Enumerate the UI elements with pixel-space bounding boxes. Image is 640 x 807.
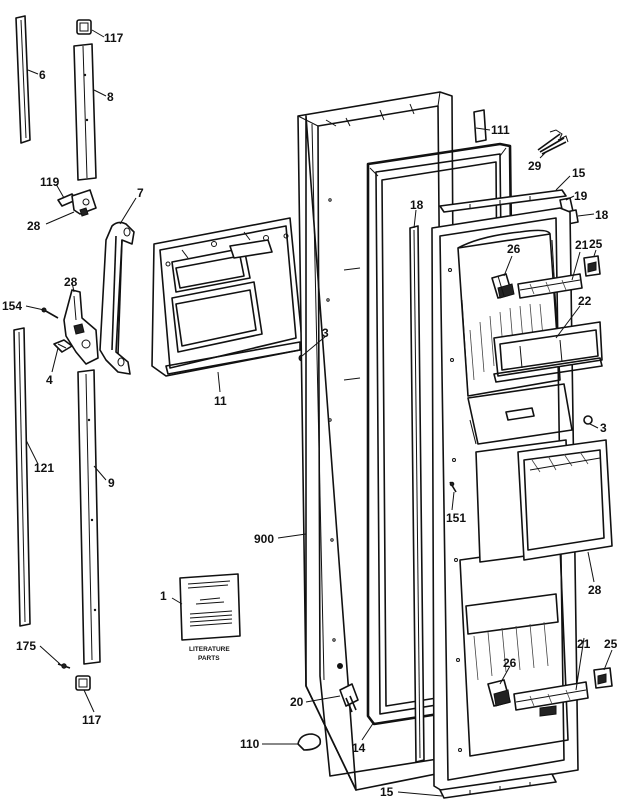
- label-119: 119: [40, 175, 60, 189]
- label-14: 14: [352, 741, 366, 755]
- part-117-end-cap-bottom[interactable]: [75, 675, 91, 691]
- label-3-left: 3: [322, 326, 329, 340]
- part-28-hinge-lower[interactable]: [63, 289, 99, 365]
- part-26-shelf-bracket-lower[interactable]: [487, 679, 511, 707]
- label-28-upper: 28: [27, 219, 41, 233]
- label-28-middle: 28: [64, 275, 78, 289]
- part-28-dispenser-door[interactable]: [475, 439, 613, 563]
- label-1: 1: [160, 589, 167, 603]
- label-6: 6: [39, 68, 46, 82]
- label-900: 900: [254, 532, 274, 546]
- label-3-right: 3: [600, 421, 607, 435]
- label-15-top: 15: [572, 166, 586, 180]
- part-21-shelf-rail-lower[interactable]: [513, 681, 589, 717]
- literature-caption-line1: LITERATURE: [189, 646, 230, 653]
- label-21-lower: 21: [577, 637, 591, 651]
- part-9-lower-bar[interactable]: [77, 369, 101, 665]
- label-154: 154: [2, 299, 22, 313]
- part-7-door-handle[interactable]: [99, 221, 135, 375]
- part-18-rail-left[interactable]: [409, 225, 425, 763]
- part-11-compartment-panel[interactable]: [151, 217, 303, 377]
- part-15-bottom-rail[interactable]: [439, 773, 557, 799]
- part-15-top-rail[interactable]: [439, 189, 567, 213]
- part-111-vertical-strip[interactable]: [473, 109, 487, 143]
- label-117-bottom: 117: [82, 713, 102, 727]
- label-15-bottom: 15: [380, 785, 394, 799]
- label-25-lower: 25: [604, 637, 618, 651]
- part-175-screw[interactable]: [57, 663, 71, 669]
- label-151: 151: [446, 511, 466, 525]
- label-29: 29: [528, 159, 542, 173]
- part-25-end-cap-upper[interactable]: [583, 255, 601, 277]
- label-4: 4: [46, 373, 53, 387]
- label-21-upper: 21: [575, 238, 589, 252]
- label-111: 111: [491, 123, 510, 137]
- label-117-top: 117: [104, 31, 124, 45]
- part-8-handle-bar[interactable]: [73, 43, 97, 181]
- part-121-trim-strip[interactable]: [13, 327, 31, 627]
- label-9: 9: [108, 476, 115, 490]
- label-20: 20: [290, 695, 304, 709]
- part-117-end-cap-top[interactable]: [76, 19, 92, 35]
- label-110: 110: [240, 737, 260, 751]
- leader-lines: [25, 29, 613, 797]
- label-11: 11: [214, 394, 227, 408]
- label-18-right: 18: [595, 208, 609, 222]
- part-3-clip-right[interactable]: [583, 415, 593, 425]
- label-8: 8: [107, 90, 114, 104]
- part-21-shelf-rail-upper[interactable]: [517, 273, 583, 299]
- label-7: 7: [137, 186, 144, 200]
- part-26-shelf-bracket-upper[interactable]: [491, 273, 515, 299]
- part-25-end-cap-lower[interactable]: [593, 667, 613, 689]
- label-22: 22: [578, 294, 592, 308]
- label-175: 175: [16, 639, 36, 653]
- literature-caption-line2: PARTS: [198, 655, 220, 662]
- part-20-connector[interactable]: [339, 683, 359, 713]
- part-110-plug[interactable]: [297, 733, 322, 751]
- part-151-screw[interactable]: [449, 481, 457, 493]
- part-29-wire-harness[interactable]: [537, 129, 569, 155]
- label-28-lower: 28: [588, 583, 602, 597]
- label-18-left: 18: [410, 198, 424, 212]
- part-154-screw[interactable]: [41, 307, 59, 319]
- part-28-hinge-upper[interactable]: [71, 189, 97, 217]
- label-26-upper: 26: [507, 242, 521, 256]
- part-22-door-shelf[interactable]: [493, 321, 603, 383]
- part-1-literature-booklet[interactable]: [179, 573, 241, 641]
- part-6-trim-strip[interactable]: [15, 15, 31, 144]
- label-121: 121: [34, 461, 54, 475]
- label-19: 19: [574, 189, 588, 203]
- label-26-lower: 26: [503, 656, 517, 670]
- part-4-bracket[interactable]: [53, 339, 73, 353]
- label-25-upper: 25: [589, 237, 603, 251]
- part-labels: 6 117 8 111 29 119 28 7 15 19 18 18 26 2…: [2, 31, 618, 799]
